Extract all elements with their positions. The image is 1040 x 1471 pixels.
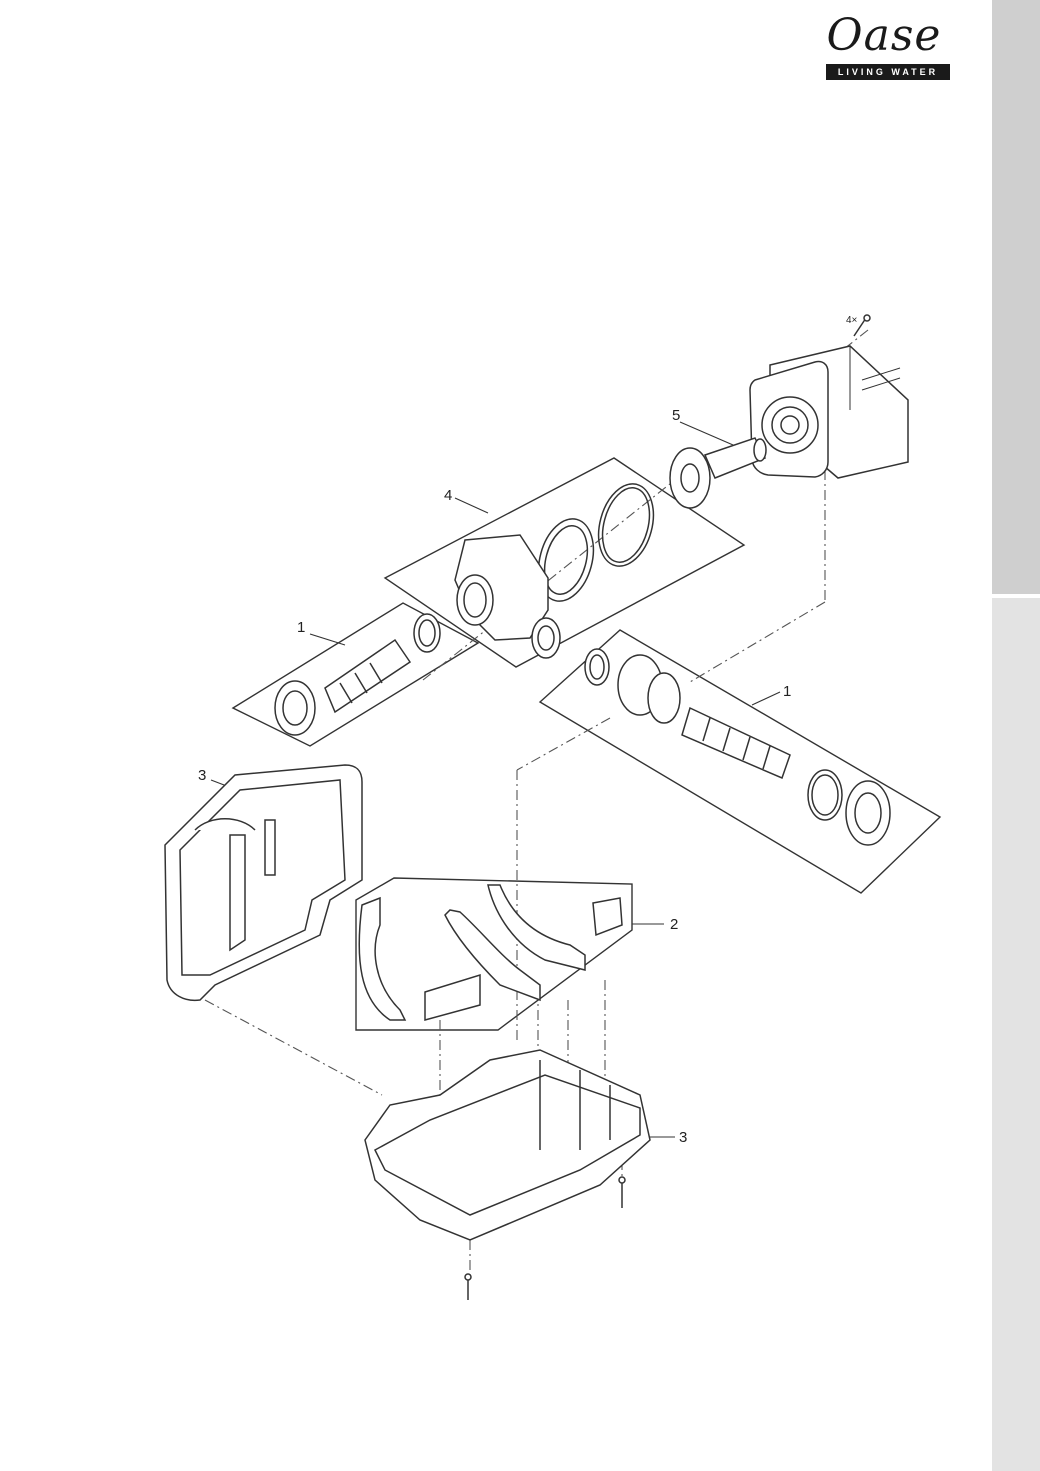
hose-connector-left — [274, 613, 441, 736]
group-box-4 — [383, 457, 746, 668]
pump-chamber — [454, 534, 561, 659]
hose-connector-right — [584, 648, 891, 846]
callout-part-3-bottom: 3 — [679, 1129, 687, 1146]
housing-shell-lower — [364, 1049, 651, 1241]
screws-bottom — [464, 1176, 626, 1300]
callout-part-2: 2 — [670, 916, 678, 933]
callout-fasteners: 4× — [846, 315, 858, 326]
side-tab-lower — [992, 598, 1040, 1471]
impeller-rotor — [669, 437, 767, 509]
callout-part-3-top: 3 — [198, 767, 206, 784]
side-tab-upper — [992, 0, 1040, 594]
housing-shell-upper — [164, 764, 363, 1002]
screw-icon — [853, 314, 871, 337]
callout-part-4: 4 — [444, 487, 452, 504]
callout-part-1-left: 1 — [297, 619, 305, 636]
group-box-1-left — [231, 602, 480, 747]
motor-housing — [749, 345, 909, 479]
callout-part-1-right: 1 — [783, 683, 791, 700]
group-box-2 — [355, 877, 633, 1031]
oase-logo: Oase LIVING WATER — [814, 12, 954, 82]
callout-part-5: 5 — [672, 407, 680, 424]
logo-wordmark: Oase — [826, 10, 942, 61]
o-rings — [537, 483, 655, 602]
logo-tagline: LIVING WATER — [826, 64, 950, 80]
filter-inserts — [358, 884, 623, 1021]
